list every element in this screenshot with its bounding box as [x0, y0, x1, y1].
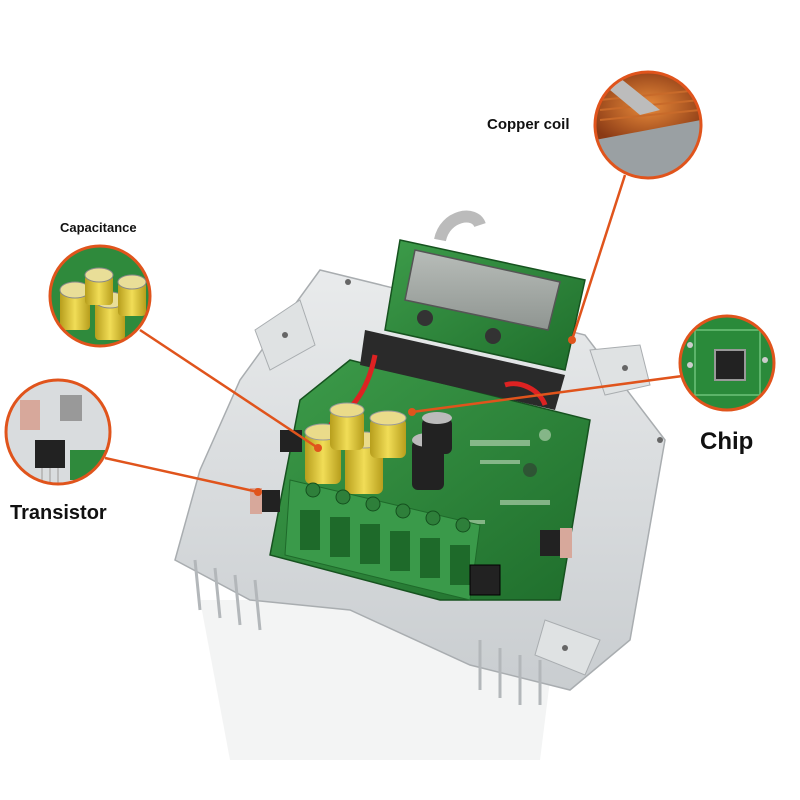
capacitors [304, 402, 452, 494]
chip-label: Chip [700, 428, 754, 455]
transistor-label: Transistor [10, 502, 107, 524]
copper-coil-label: Copper coil [487, 116, 570, 133]
leader-lines [104, 174, 691, 494]
chip-dot [408, 408, 416, 416]
terminal-block [284, 479, 501, 601]
capacitance-zoom [48, 244, 152, 348]
transistor-dot [254, 488, 262, 496]
chip-zoom [678, 314, 776, 412]
capacitance-label: Capacitance [60, 220, 137, 235]
capacitance-dot [314, 444, 322, 452]
display-pcb [384, 210, 586, 371]
copper-coil-zoom [593, 70, 703, 180]
transistor-zoom [4, 378, 112, 486]
copper-coil-dot [568, 336, 576, 344]
